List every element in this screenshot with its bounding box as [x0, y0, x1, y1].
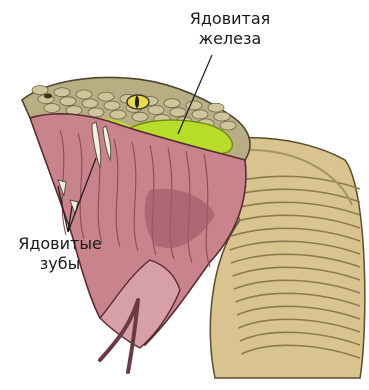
nostril — [44, 94, 52, 99]
venom-gland-label-line1: Ядовитая — [168, 9, 292, 29]
venom-fangs-label: Ядовитые зубы — [0, 234, 120, 274]
snake-eye — [127, 95, 149, 109]
venom-gland-label: Ядовитая железа — [168, 9, 292, 49]
venom-fangs-label-line1: Ядовитые — [0, 234, 120, 254]
venom-gland-label-line2: железа — [168, 29, 292, 49]
venom-fangs-label-line2: зубы — [0, 254, 120, 274]
